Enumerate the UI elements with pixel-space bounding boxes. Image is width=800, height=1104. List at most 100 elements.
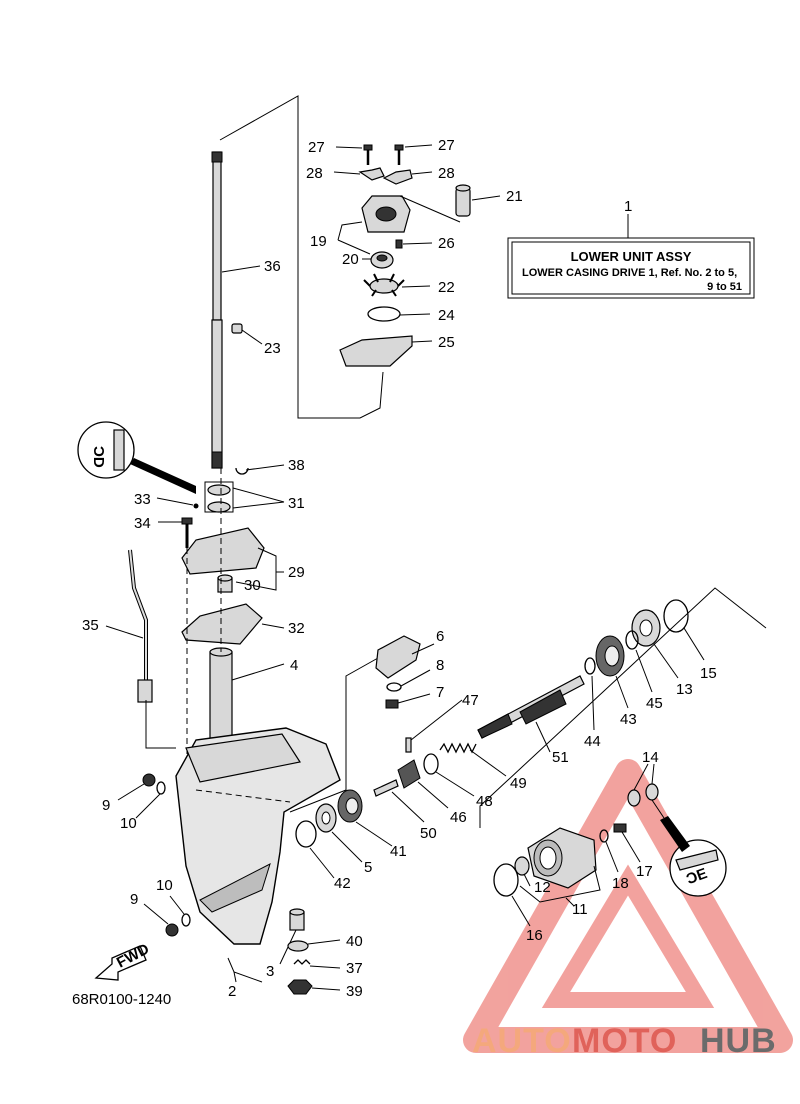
callout-4: 4 — [290, 657, 298, 674]
assembly-line3: 9 to 51 — [707, 281, 742, 293]
callout-45: 45 — [646, 695, 663, 712]
diagram-code: 68R0100-1240 — [72, 991, 171, 1008]
shim-44 — [584, 657, 596, 675]
screw-9-lower — [165, 923, 179, 937]
callout-15: 15 — [700, 665, 717, 682]
callout-49: 49 — [510, 775, 527, 792]
forward-gear-43 — [595, 635, 625, 677]
seal-42 — [295, 820, 317, 848]
callout-2: 2 — [228, 983, 236, 1000]
ball-33 — [193, 503, 199, 509]
callout-41: 41 — [390, 843, 407, 860]
callout-28: 28 — [438, 165, 455, 182]
callout-43: 43 — [620, 711, 637, 728]
callout-21: 21 — [506, 188, 523, 205]
callout-13: 13 — [676, 681, 693, 698]
bolts-14 — [627, 783, 659, 807]
bolt-7 — [385, 699, 399, 709]
callout-12: 12 — [534, 879, 551, 896]
clutch-46 — [397, 759, 421, 789]
callout-28: 28 — [306, 165, 323, 182]
screw-9-upper — [142, 773, 156, 787]
callout-24: 24 — [438, 307, 455, 324]
callout-25: 25 — [438, 334, 455, 351]
callout-9: 9 — [102, 797, 110, 814]
callout-42: 42 — [334, 875, 351, 892]
callout-39: 39 — [346, 983, 363, 1000]
washer-10-lower — [181, 913, 191, 927]
shift-rod-35 — [128, 549, 153, 703]
callout-29: 29 — [288, 564, 305, 581]
pump-bolt-27-left — [363, 144, 373, 165]
pin-47 — [405, 737, 412, 753]
locator-badge-upper — [77, 421, 196, 494]
callout-7: 7 — [436, 684, 444, 701]
o-ring-15 — [663, 599, 689, 633]
washer-8 — [386, 682, 402, 692]
oil-seal-housing-29 — [181, 527, 265, 575]
callout-8: 8 — [436, 657, 444, 674]
watermark-moto: MOTO — [572, 1022, 677, 1060]
ring-48 — [423, 753, 439, 775]
callout-11: 11 — [572, 901, 588, 918]
callout-6: 6 — [436, 628, 444, 645]
bolt-17 — [613, 823, 627, 833]
water-tube-4 — [209, 647, 233, 739]
callout-10: 10 — [156, 877, 173, 894]
callout-38: 38 — [288, 457, 305, 474]
fwd-label: FWD — [114, 940, 152, 971]
callout-10: 10 — [120, 815, 137, 832]
plunger-50 — [373, 779, 399, 797]
bolt-34 — [181, 517, 193, 548]
reverse-gear-41 — [337, 789, 363, 823]
callout-37: 37 — [346, 960, 363, 977]
callout-16: 16 — [526, 927, 543, 944]
badge-lower-text: ƆE — [684, 865, 709, 888]
callout-14: 14 — [642, 749, 659, 766]
bearing-housing-11 — [527, 827, 597, 889]
bearings-31 — [204, 481, 234, 513]
callout-30: 30 — [244, 577, 261, 594]
callout-22: 22 — [438, 279, 455, 296]
assembly-box — [507, 214, 755, 299]
anode-6 — [375, 635, 421, 679]
callout-51: 51 — [552, 749, 569, 766]
drive-shaft — [211, 151, 223, 469]
callout-34: 34 — [134, 515, 151, 532]
pump-bolt-27-right — [394, 144, 404, 165]
water-tube-21 — [455, 184, 471, 217]
watermark-text: AUTO MOTO HUB — [472, 1022, 777, 1060]
impeller-22 — [363, 273, 405, 297]
bearing-13 — [631, 609, 661, 647]
watermark-hub: HUB — [700, 1022, 777, 1060]
collar-30 — [217, 574, 233, 593]
o-ring-24 — [367, 306, 401, 322]
plate-28-left — [358, 167, 385, 181]
nut-39 — [287, 979, 313, 995]
outer-plate-25 — [339, 335, 413, 367]
callout-44: 44 — [584, 733, 601, 750]
callout-26: 26 — [438, 235, 455, 252]
callout-1: 1 — [624, 198, 632, 215]
pin-37 — [293, 959, 311, 965]
callout-9: 9 — [130, 891, 138, 908]
callout-47: 47 — [462, 692, 479, 709]
callout-19: 19 — [310, 233, 327, 250]
callout-48: 48 — [476, 793, 493, 810]
callout-27: 27 — [308, 139, 325, 156]
callout-31: 31 — [288, 495, 305, 512]
bushing-12 — [514, 856, 530, 876]
bearing-5 — [315, 803, 337, 833]
assembly-line2: LOWER CASING DRIVE 1, Ref. No. 2 to 5, — [522, 267, 737, 279]
callout-35: 35 — [82, 617, 99, 634]
pump-housing-19 — [361, 195, 411, 233]
washer-40 — [287, 940, 309, 952]
clip-38 — [235, 467, 249, 475]
insert-cartridge-20 — [370, 251, 394, 269]
plate-28-right — [382, 169, 413, 185]
locator-badge-lower — [660, 816, 727, 897]
callout-40: 40 — [346, 933, 363, 950]
assembly-title: LOWER UNIT ASSY — [571, 249, 692, 264]
washer-18 — [599, 829, 609, 843]
